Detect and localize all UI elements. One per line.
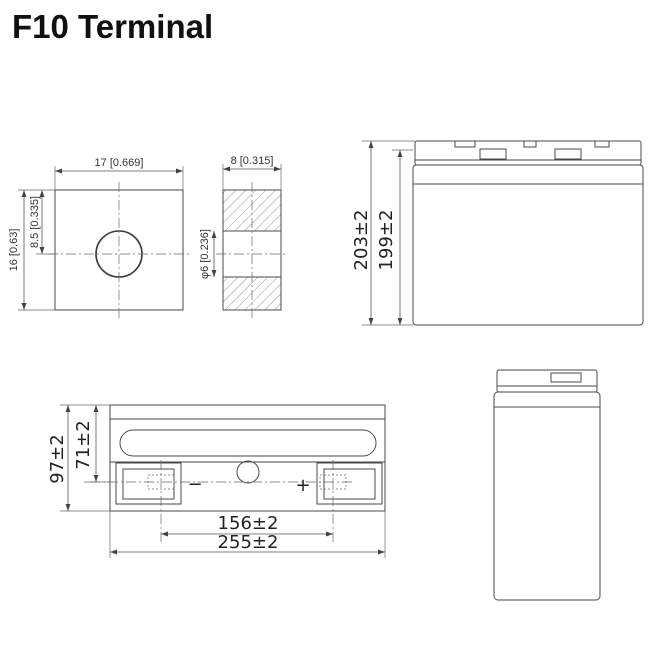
battery-top-view: − + 97±2 71±2 156±2 255±2: [47, 404, 386, 558]
inner-width-label: 71±2: [73, 420, 94, 469]
lid-terminal-left: [454, 140, 476, 148]
end-view-case: [493, 391, 601, 601]
battery-case: [412, 164, 644, 326]
length-label: 255±2: [218, 532, 279, 553]
lid-tab-left: [479, 148, 507, 160]
end-view-terminal: [550, 372, 582, 383]
terminal-section-view: 8 [0.315] φ6 [0.236]: [199, 155, 288, 318]
terminal-width-label: 17 [0.669]: [95, 157, 144, 169]
terminal-thickness-label: 8 [0.315]: [231, 155, 274, 167]
battery-end-view: [493, 369, 601, 601]
positive-sign: +: [295, 475, 310, 496]
handle-slot: [119, 429, 377, 457]
top-view-outline: [109, 404, 386, 512]
top-width-label: 97±2: [47, 434, 68, 483]
terminal-front-view: 17 [0.669] 16 [0.63] 8.5 [0.335]: [8, 157, 190, 318]
terminal-hole-height-label: 8.5 [0.335]: [29, 196, 41, 248]
battery-side-view: 203±2 199±2: [351, 140, 644, 326]
total-height-label: 203±2: [351, 210, 372, 271]
lid-vent: [523, 140, 537, 148]
page-title: F10 Terminal: [12, 8, 214, 45]
hole-diameter-label: φ6 [0.236]: [199, 229, 211, 279]
negative-terminal-pocket: [115, 462, 182, 505]
negative-sign: −: [187, 474, 202, 495]
lid-tab-right: [554, 148, 582, 160]
positive-terminal-inner: [323, 468, 376, 500]
battery-lid: [414, 140, 642, 166]
terminal-height-label: 16 [0.63]: [8, 229, 20, 272]
vent-circle: [236, 460, 260, 484]
terminal-spacing-label: 156±2: [218, 513, 279, 534]
negative-terminal-inner: [122, 468, 175, 500]
case-height-label: 199±2: [376, 210, 397, 271]
positive-terminal-pocket: [316, 462, 383, 505]
end-view-lid: [496, 369, 598, 393]
lid-terminal-right: [594, 140, 610, 148]
